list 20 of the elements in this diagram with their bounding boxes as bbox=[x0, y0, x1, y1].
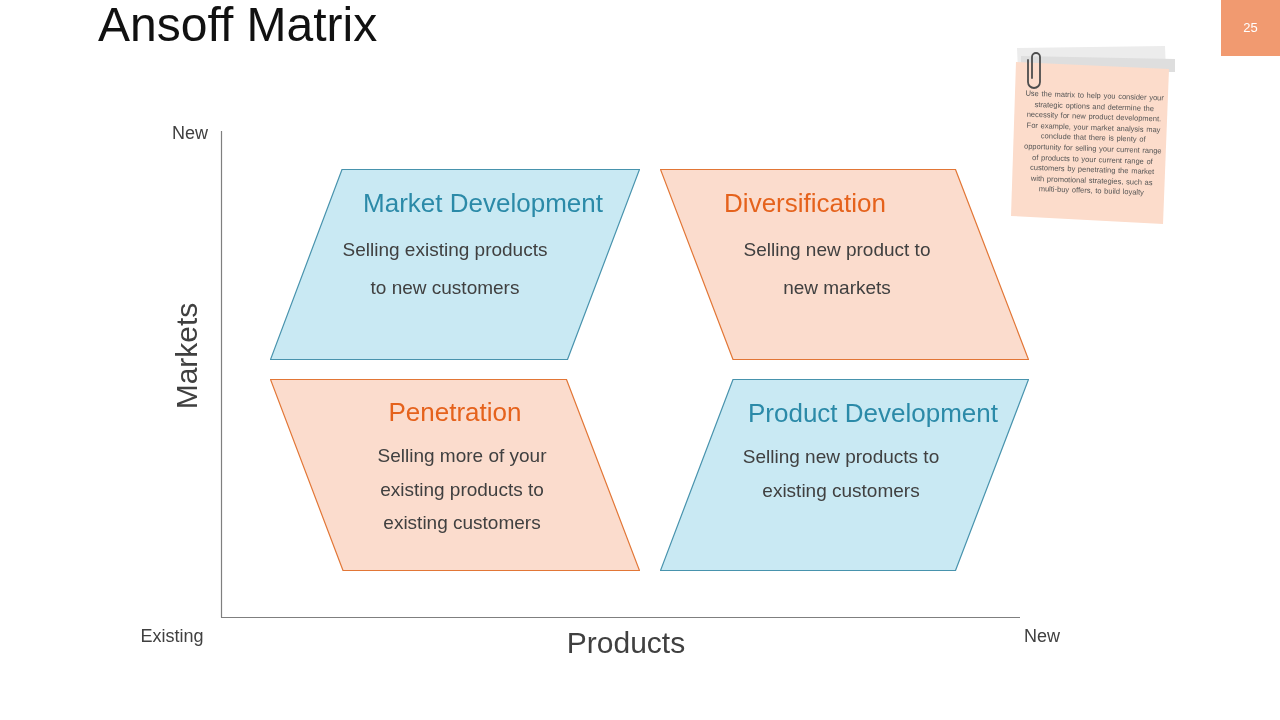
quadrant-title: Market Development bbox=[363, 187, 603, 219]
quadrant-parallelogram bbox=[660, 169, 1029, 360]
axis-label: New bbox=[172, 123, 208, 145]
quadrant-title: Product Development bbox=[748, 397, 998, 429]
quadrant-description: Selling new product to new markets bbox=[742, 238, 932, 300]
quadrant-description: Selling more of your existing products to existing customers bbox=[376, 444, 548, 536]
sticky-note bbox=[1011, 62, 1169, 224]
quadrant-parallelogram bbox=[660, 379, 1029, 571]
quadrant-parallelogram bbox=[270, 379, 640, 571]
axis-title: Products bbox=[566, 625, 686, 661]
quadrant-parallelogram bbox=[270, 169, 640, 360]
axis-title: Markets bbox=[169, 302, 204, 410]
axis-label: Existing bbox=[140, 626, 204, 648]
quadrant-description: Selling new products to existing customers bbox=[741, 445, 941, 503]
axis-label: New bbox=[1024, 626, 1060, 648]
quadrant-title: Penetration bbox=[388, 396, 522, 428]
slide-number: 25 bbox=[1221, 0, 1280, 56]
quadrant-title: Diversification bbox=[724, 187, 886, 219]
quadrant-description: Selling existing products to new customers bbox=[341, 238, 549, 300]
slide-title: Ansoff Matrix bbox=[98, 0, 378, 53]
